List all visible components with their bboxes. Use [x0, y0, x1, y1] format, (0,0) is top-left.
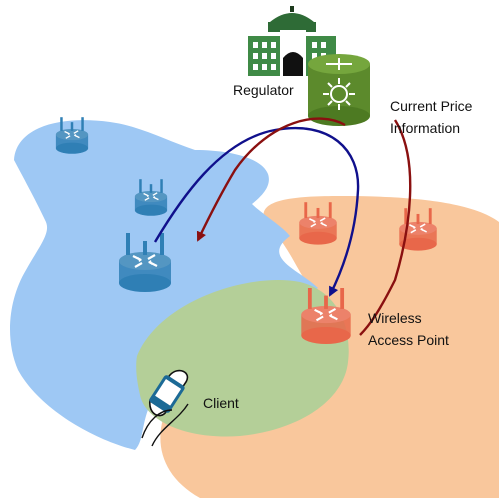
wireless-router-icon[interactable] [134, 178, 168, 217]
wireless-router-icon[interactable] [300, 286, 352, 346]
wireless-router-icon[interactable] [298, 201, 338, 246]
price-arrow-red [359, 119, 412, 336]
overlap-region [136, 280, 349, 437]
price-arrow-red [196, 117, 346, 242]
price-arrow-blue [153, 126, 360, 297]
price-info-label-line1: Current Price [390, 98, 473, 114]
regulator-label: Regulator [233, 82, 294, 98]
client-label: Client [203, 395, 239, 411]
wireless-router-icon[interactable] [55, 116, 89, 155]
wireless-router-icon[interactable] [117, 231, 173, 294]
price-info-label-line2: Information [390, 120, 460, 136]
access-point-label-line2: Access Point [368, 332, 449, 348]
regulator-building-icon [248, 6, 336, 76]
access-point-label-line1: Wireless [368, 310, 422, 326]
handheld-client-icon [141, 369, 189, 447]
central-router-icon [308, 54, 370, 126]
